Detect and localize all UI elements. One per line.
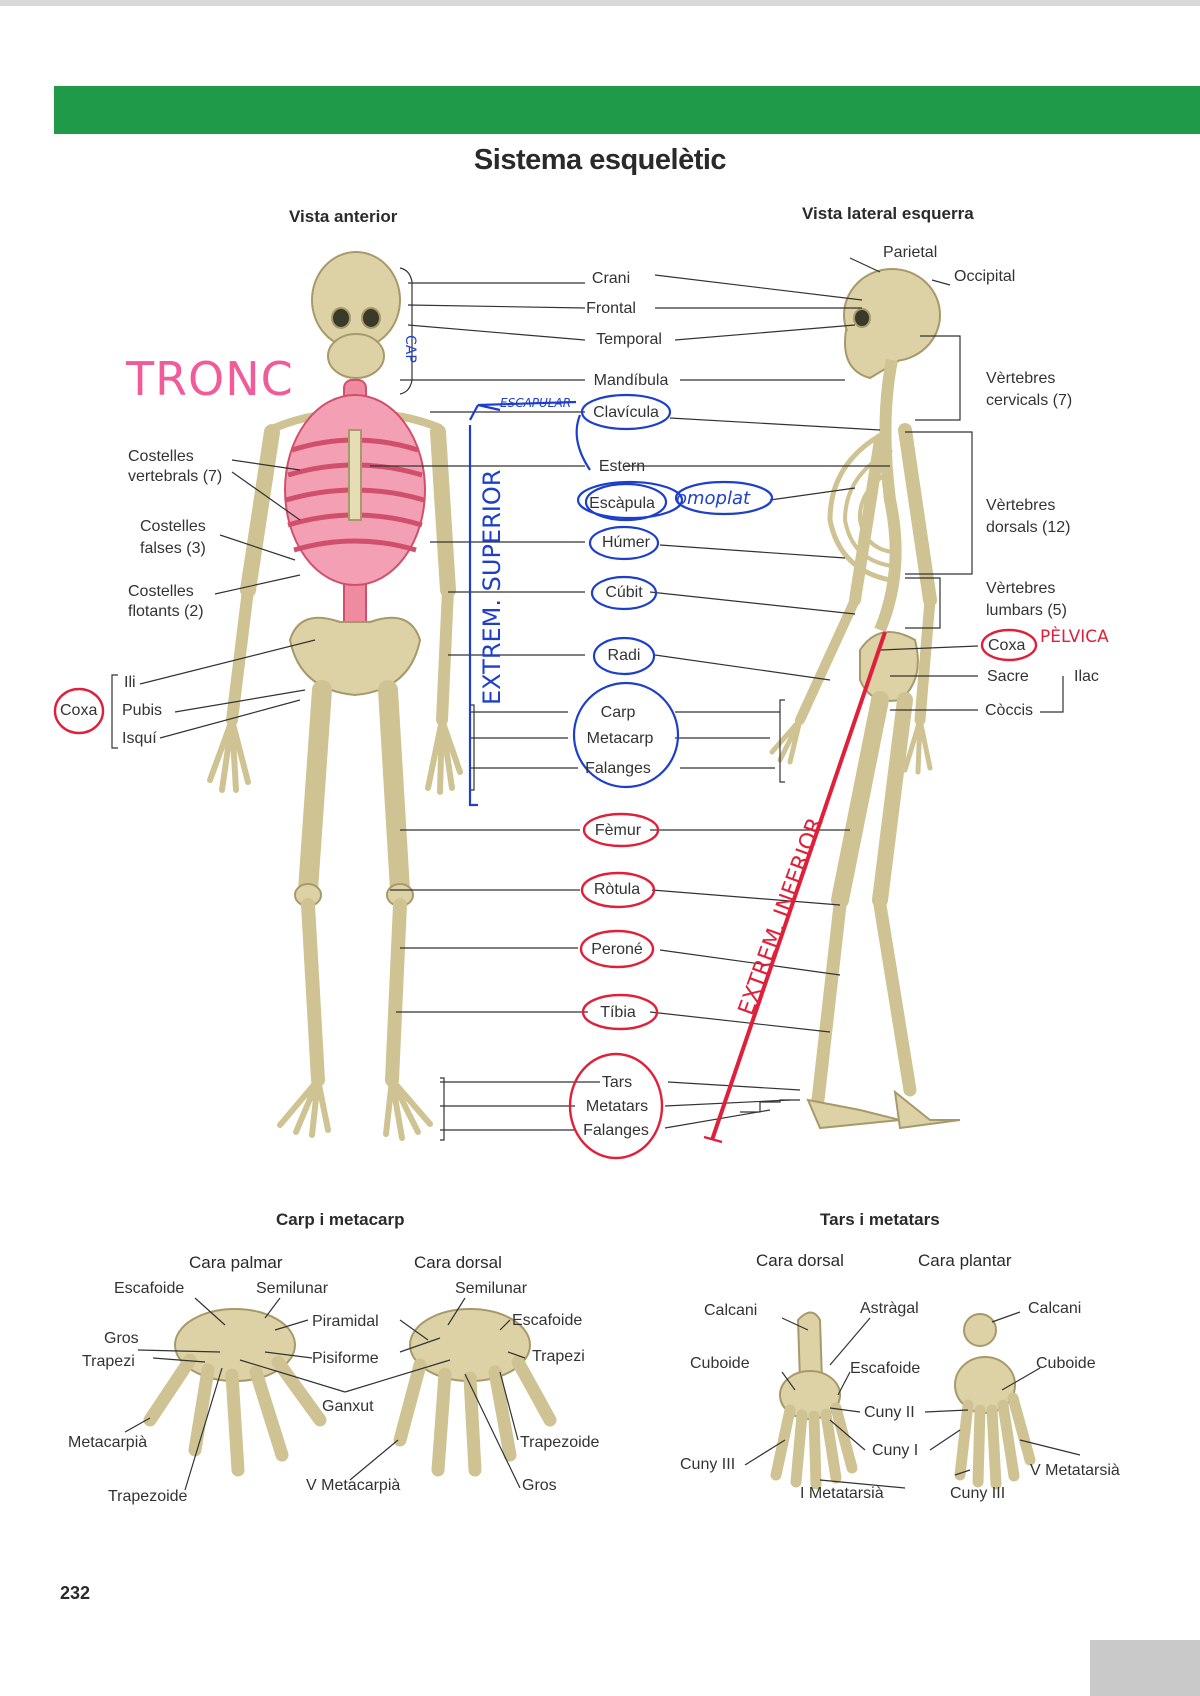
annotation-omoplat: omoplat — [676, 488, 751, 509]
label-trapezi-palmar: Trapezi — [82, 1353, 135, 1370]
label-clavicula: Clavícula — [593, 404, 659, 421]
label-trapezoide-palmar: Trapezoide — [108, 1488, 188, 1505]
label-radi: Radi — [607, 647, 641, 664]
label-cubit: Cúbit — [605, 584, 643, 601]
view-title-anterior: Vista anterior — [289, 207, 398, 226]
label-trapezoide-dorsal: Trapezoide — [520, 1434, 600, 1451]
label-vertebres-cervicals-2: cervicals (7) — [986, 392, 1073, 409]
label-ganxut: Ganxut — [322, 1398, 374, 1415]
label-coxa-left: Coxa — [60, 702, 98, 719]
label-estern: Estern — [598, 458, 646, 475]
label-escafoide-dorsal: Escafoide — [512, 1312, 583, 1329]
label-cuny-i: Cuny I — [872, 1442, 919, 1459]
hand-dorsal-title: Cara dorsal — [414, 1253, 502, 1272]
label-escafoide-foot: Escafoide — [850, 1360, 921, 1377]
label-crani: Crani — [591, 270, 631, 287]
label-coccis: Còccis — [985, 702, 1034, 719]
label-humer: Húmer — [601, 534, 651, 551]
label-gros-palmar: Gros — [104, 1330, 139, 1347]
label-metacarpia: Metacarpià — [68, 1434, 148, 1451]
label-tibia: Tíbia — [600, 1004, 636, 1021]
label-cuny-ii: Cuny II — [864, 1404, 915, 1421]
label-falanges-ma: Falanges — [585, 760, 651, 777]
label-ilac: Ilac — [1074, 668, 1099, 685]
annotation-pelvica: PÈLVICA — [1040, 627, 1109, 647]
label-costelles-falses-2: falses (3) — [140, 540, 206, 557]
lateral-skeleton — [769, 268, 961, 1130]
label-sacre: Sacre — [987, 668, 1029, 685]
foot-bones — [770, 1311, 1036, 1490]
label-tars: Tars — [601, 1074, 633, 1091]
label-vertebres-dorsals-2: dorsals (12) — [986, 519, 1071, 536]
hand-section-title: Carp i metacarp — [276, 1210, 405, 1229]
label-semilunar-palmar: Semilunar — [256, 1280, 329, 1297]
annotation-escapular: ESCAPULAR — [500, 396, 572, 410]
label-vertebres-dorsals-1: Vèrtebres — [986, 497, 1056, 514]
foot-section-title: Tars i metatars — [820, 1210, 940, 1229]
scan-edge-bottom — [1090, 1640, 1200, 1696]
label-vertebres-lumbars-1: Vèrtebres — [986, 580, 1056, 597]
label-pisiforme: Pisiforme — [312, 1350, 379, 1367]
label-pubis: Pubis — [122, 702, 163, 719]
foot-plantar-title: Cara plantar — [918, 1251, 1012, 1270]
green-header-band — [54, 86, 1200, 134]
page-number: 232 — [60, 1583, 91, 1603]
label-i-metatarsia: I Metatarsià — [800, 1485, 884, 1502]
label-vertebres-cervicals-1: Vèrtebres — [986, 370, 1056, 387]
label-escafoide-palmar: Escafoide — [114, 1280, 185, 1297]
label-falanges-peu: Falanges — [583, 1122, 649, 1139]
label-femur: Fèmur — [594, 822, 642, 839]
foot-leader-lines — [744, 1311, 1081, 1489]
label-v-metatarsia: V Metatarsià — [1030, 1462, 1120, 1479]
label-escapula: Escàpula — [589, 495, 655, 512]
label-costelles-falses-1: Costelles — [140, 518, 206, 535]
annotation-tronc: TRONC — [126, 352, 294, 406]
label-cuny-iii-plantar: Cuny III — [950, 1485, 1006, 1502]
label-costelles-flotants-2: flotants (2) — [128, 603, 204, 620]
label-trapezi-dorsal: Trapezi — [532, 1348, 585, 1365]
foot-dorsal-title: Cara dorsal — [756, 1251, 844, 1270]
leader-lines — [111, 257, 1064, 1141]
label-calcani-plantar: Calcani — [1028, 1300, 1082, 1317]
hand-bones — [143, 1308, 557, 1477]
label-mandibula: Mandíbula — [593, 372, 669, 389]
label-parietal: Parietal — [883, 244, 938, 261]
label-temporal: Temporal — [596, 331, 662, 348]
label-astragal: Astràgal — [860, 1300, 919, 1317]
label-costelles-vertebrals-1: Costelles — [128, 448, 194, 465]
annotation-cap: CAP — [402, 335, 418, 363]
label-gros-dorsal: Gros — [522, 1477, 557, 1494]
page-title: Sistema esquelètic — [473, 144, 727, 176]
label-costelles-flotants-1: Costelles — [128, 583, 194, 600]
label-occipital: Occipital — [954, 268, 1016, 285]
hand-palmar-title: Cara palmar — [189, 1253, 283, 1272]
label-rotula: Ròtula — [593, 881, 641, 898]
hand-leader-lines — [124, 1297, 526, 1491]
ink-annotations — [53, 393, 1038, 1160]
label-cuboide-dorsal: Cuboide — [690, 1355, 750, 1372]
label-semilunar-dorsal: Semilunar — [455, 1280, 528, 1297]
label-vertebres-lumbars-2: lumbars (5) — [986, 602, 1067, 619]
label-calcani-dorsal: Calcani — [704, 1302, 758, 1319]
label-ili: Ili — [124, 674, 136, 691]
label-cuboide-plantar: Cuboide — [1036, 1355, 1096, 1372]
annotation-extrem-superior: EXTREM. SUPERIOR — [478, 469, 506, 705]
label-cuny-iii-dorsal: Cuny III — [680, 1456, 736, 1473]
label-carp: Carp — [600, 704, 636, 721]
label-metacarp: Metacarp — [586, 730, 654, 747]
view-title-lateral: Vista lateral esquerra — [802, 204, 974, 223]
label-costelles-vertebrals-2: vertebrals (7) — [128, 468, 223, 485]
anterior-skeleton — [207, 251, 463, 1141]
label-coxa-right: Coxa — [988, 637, 1026, 654]
label-isqui: Isquí — [122, 730, 157, 747]
label-metatars: Metatars — [585, 1098, 649, 1115]
label-perone: Peroné — [591, 941, 643, 958]
label-piramidal: Piramidal — [312, 1313, 379, 1330]
label-v-metacarpia: V Metacarpià — [306, 1477, 401, 1494]
label-frontal: Frontal — [586, 300, 636, 317]
scan-edge-top — [0, 0, 1200, 6]
